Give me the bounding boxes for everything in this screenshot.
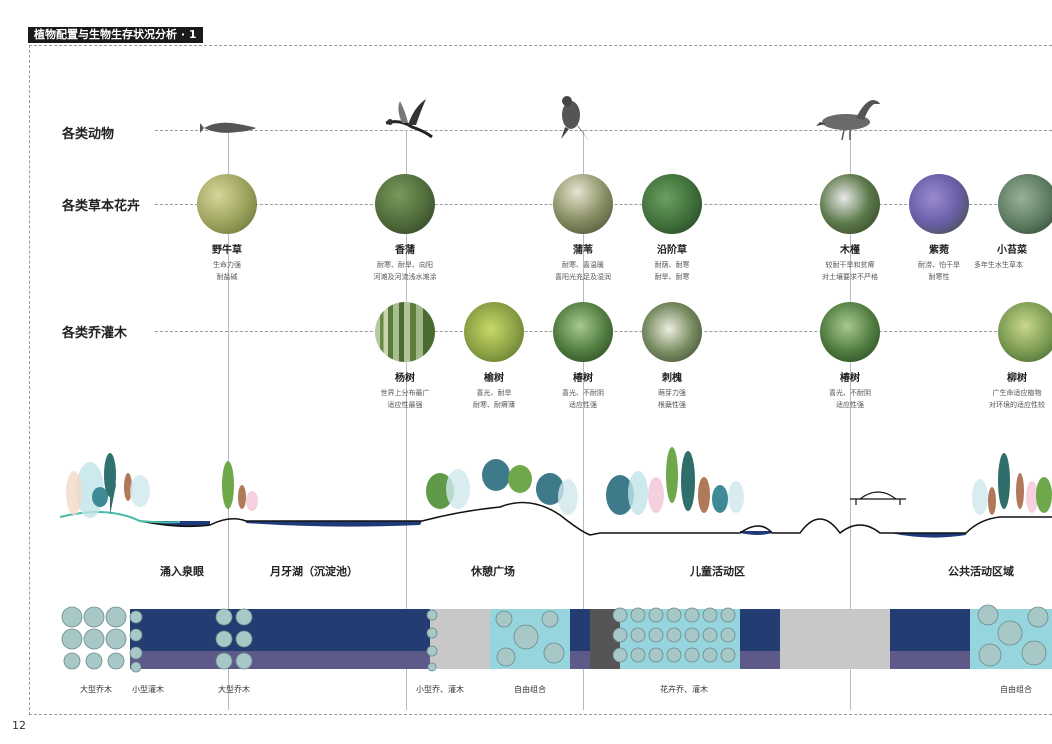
tree-desc: 喜光、不耐阴 bbox=[829, 389, 871, 397]
tree-desc: 广生命适应植物 bbox=[992, 389, 1042, 397]
section-elevation bbox=[60, 447, 1052, 538]
tree-desc: 喜光、耐旱 bbox=[476, 389, 512, 397]
herb-desc: 耐寒、耐旱、向阳 bbox=[377, 261, 433, 269]
herb-name: 香蒲 bbox=[395, 245, 415, 256]
fish-icon bbox=[200, 122, 256, 133]
tree-desc: 适应性强 bbox=[569, 401, 597, 409]
tree-photo bbox=[464, 302, 524, 362]
guide-line bbox=[228, 130, 229, 710]
band-label: 小型灌木 bbox=[132, 685, 164, 694]
tree-photo bbox=[642, 302, 702, 362]
tree-desc: 萌芽力强 bbox=[658, 389, 686, 397]
page-number: 12 bbox=[12, 719, 26, 732]
tree-photo bbox=[375, 302, 435, 362]
herb-desc: 耐寒、喜温暖 bbox=[562, 261, 604, 269]
herb-photo bbox=[197, 174, 257, 234]
band-label: 大型乔木 bbox=[218, 685, 250, 694]
herb-photo bbox=[820, 174, 880, 234]
herb-name: 小苔菜 bbox=[997, 245, 1027, 256]
herb-desc: 喜阳光充足及湿润 bbox=[555, 273, 611, 281]
pond-water bbox=[890, 533, 966, 538]
tree-name: 刺槐 bbox=[662, 373, 682, 384]
zone-label: 休憩广场 bbox=[471, 565, 515, 578]
band-label: 花卉乔、灌木 bbox=[660, 685, 708, 694]
herb-desc: 耐寒性 bbox=[928, 273, 950, 281]
tree-desc: 耐寒、耐瘠薄 bbox=[473, 401, 515, 409]
row-label-herbs: 各类草本花卉 bbox=[62, 199, 141, 214]
page-title: 植物配置与生物生存状况分析 · 1 bbox=[28, 27, 203, 43]
guide-line bbox=[850, 130, 851, 710]
tree-name: 椿树 bbox=[573, 373, 593, 384]
herb-desc: 多年生水生草本 bbox=[974, 261, 1023, 269]
pond-water bbox=[740, 531, 772, 535]
herb-name: 木槿 bbox=[840, 245, 860, 256]
herb-desc: 较耐干旱和贫瘠 bbox=[825, 261, 875, 269]
herb-desc: 对土壤要求不严格 bbox=[822, 273, 878, 281]
tree-photo bbox=[820, 302, 880, 362]
zone-label: 儿童活动区 bbox=[690, 565, 745, 578]
guide-line bbox=[583, 130, 584, 710]
herb-name: 野牛草 bbox=[212, 245, 242, 256]
herb-desc: 耐旱、耐寒 bbox=[654, 273, 690, 281]
tree-desc: 喜光、不耐阴 bbox=[562, 389, 604, 397]
tree-desc: 对环境的适应性较 bbox=[989, 401, 1045, 409]
tree-photo bbox=[998, 302, 1052, 362]
herb-desc: 河滩及河流浅水滩涂 bbox=[373, 273, 437, 281]
zone-label: 月牙湖（沉淀池） bbox=[270, 565, 358, 578]
herb-photo bbox=[375, 174, 435, 234]
duck-icon bbox=[816, 100, 880, 140]
herb-name: 蒲苇 bbox=[573, 245, 593, 256]
herb-photo bbox=[909, 174, 969, 234]
tree-name: 柳树 bbox=[1007, 373, 1027, 384]
zone-label: 公共活动区域 bbox=[948, 565, 1014, 578]
bridge bbox=[850, 491, 906, 500]
planting-band bbox=[61, 604, 1052, 673]
band-label: 自由组合 bbox=[514, 685, 546, 694]
tree-desc: 适应性最强 bbox=[387, 401, 423, 409]
herb-desc: 耐涝、怕干旱 bbox=[918, 261, 960, 269]
row-label-trees: 各类乔灌木 bbox=[62, 326, 128, 341]
content-frame bbox=[29, 45, 1052, 715]
tree-desc: 世界上分布最广 bbox=[380, 389, 430, 397]
band-label: 小型乔、灌木 bbox=[416, 685, 464, 694]
tree-name: 椿树 bbox=[840, 373, 860, 384]
herb-desc: 耐荫、耐寒 bbox=[654, 261, 690, 269]
tree-desc: 适应性强 bbox=[836, 401, 864, 409]
tree-desc: 根蘖性强 bbox=[658, 401, 686, 409]
egret-icon bbox=[385, 99, 433, 139]
herb-photo bbox=[642, 174, 702, 234]
zone-label: 涌入泉眼 bbox=[160, 565, 204, 578]
guide-line bbox=[406, 130, 407, 710]
herb-name: 沿阶草 bbox=[657, 245, 687, 256]
lake-water bbox=[246, 521, 422, 527]
herb-desc: 生命力强 bbox=[213, 261, 241, 269]
band-label: 大型乔木 bbox=[80, 685, 112, 694]
tree-name: 杨树 bbox=[395, 373, 415, 384]
row-guide-animals bbox=[155, 130, 1052, 131]
band-label: 自由组合 bbox=[1000, 685, 1032, 694]
hawk-icon bbox=[561, 96, 589, 141]
herb-name: 紫菀 bbox=[929, 245, 949, 256]
herb-photo bbox=[553, 174, 613, 234]
herb-photo bbox=[998, 174, 1052, 234]
tree-name: 榆树 bbox=[484, 373, 504, 384]
row-label-animals: 各类动物 bbox=[62, 127, 115, 142]
herb-desc: 耐盐碱 bbox=[216, 273, 238, 281]
tree-photo bbox=[553, 302, 613, 362]
